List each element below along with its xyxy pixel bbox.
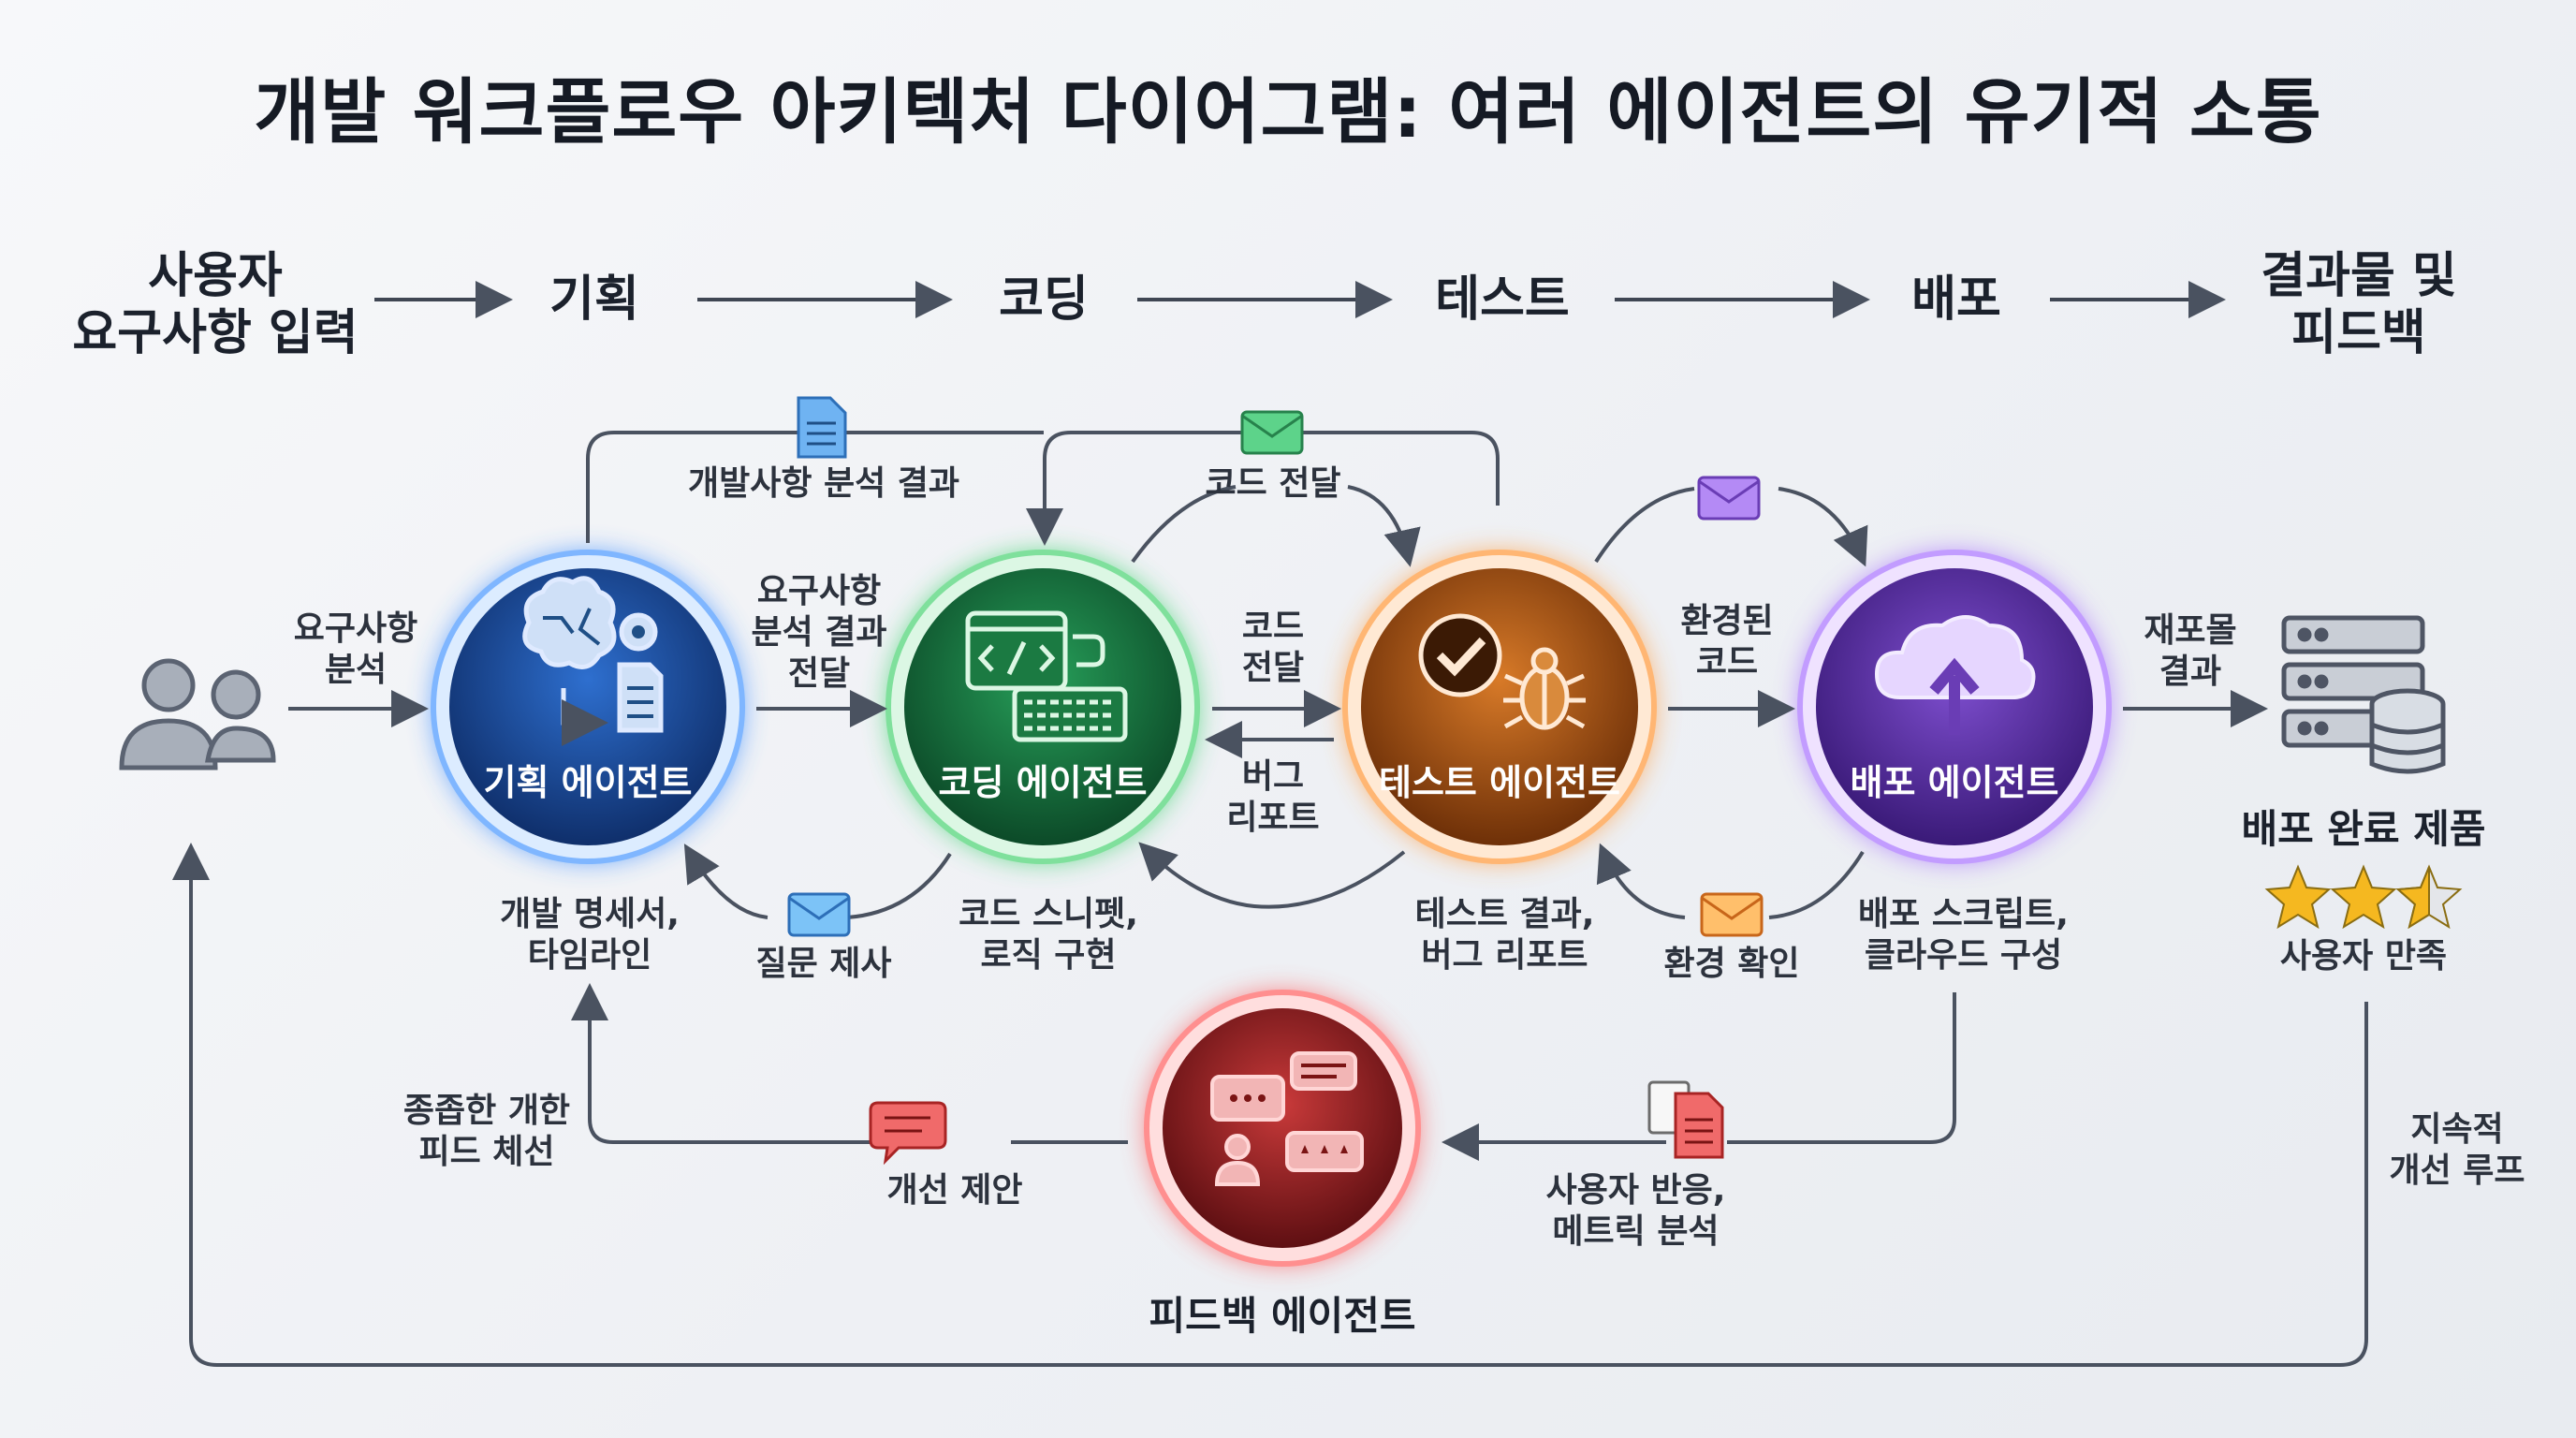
agent-testing-label: 테스트 에이전트	[1379, 762, 1620, 803]
label-user-reaction: 사용자 반응, 메트릭 분석	[1545, 1171, 1726, 1251]
label-code-forward-top: 코드 전달	[1205, 464, 1341, 503]
label-env-code: 환경된 코드	[1680, 602, 1774, 682]
users-icon	[119, 658, 276, 770]
agent-planning-label: 기획 에이전트	[483, 762, 693, 803]
cloud-upload-icon	[1874, 615, 2036, 735]
chat-rating-person-icon	[1210, 1051, 1364, 1186]
label-bug-report: 버그 리포트	[1226, 757, 1320, 837]
label-comprehensive-feedback: 종좁한 개한 피드 체선	[402, 1092, 571, 1171]
stage-testing: 테스트	[1435, 271, 1570, 328]
check-bug-icon	[1418, 613, 1586, 730]
stage-user-input: 사용자 요구사항 입력	[72, 248, 359, 362]
envelope-icon-blue	[787, 892, 851, 937]
envelope-icon-purple	[1697, 476, 1761, 521]
label-improve-suggest: 개선 제안	[886, 1171, 1023, 1210]
label-artifact-result: 재포몰 결과	[2144, 611, 2237, 691]
agent-deploy-label: 배포 에이전트	[1850, 762, 2059, 803]
chat-bubble-icon	[869, 1101, 947, 1166]
envelope-icon-orange	[1700, 892, 1764, 937]
stage-coding: 코딩	[999, 271, 1089, 328]
document-icon	[797, 396, 847, 459]
label-code-forward: 코드 전달	[1241, 608, 1305, 687]
label-dev-analysis-result: 개발사항 분석 결과	[687, 464, 960, 503]
label-question: 질문 제사	[755, 945, 892, 983]
label-req-result-forward: 요구사항 분석 결과 전달	[751, 572, 887, 693]
rating-stars	[2264, 864, 2463, 930]
label-dev-spec: 개발 명세서, 타임라인	[500, 895, 680, 975]
label-code-snippet: 코드 스니펫, 로직 구현	[959, 895, 1138, 975]
stage-deploy: 배포	[1911, 271, 2001, 328]
label-deploy-script: 배포 스크립트, 클라우드 구성	[1858, 895, 2069, 975]
agent-coding-label: 코딩 에이전트	[938, 762, 1148, 803]
label-env-check: 환경 확인	[1663, 945, 1800, 983]
documents-red-icon	[1647, 1080, 1724, 1159]
product-name: 배포 완료 제품	[2241, 806, 2486, 852]
product-satisfaction: 사용자 만족	[2279, 937, 2448, 976]
label-req-analysis: 요구사항 분석	[293, 609, 418, 689]
label-continuous-loop: 지속적 개선 루프	[2389, 1110, 2525, 1190]
page-title: 개발 워크플로우 아키텍처 다이어그램: 여러 에이전트의 유기적 소통	[254, 70, 2322, 154]
label-test-result: 테스트 결과, 버그 리포트	[1414, 895, 1595, 975]
code-window-keyboard-icon	[965, 610, 1128, 742]
stage-planning: 기획	[549, 271, 639, 328]
brain-gear-document-icon	[522, 576, 664, 746]
server-database-icon	[2281, 615, 2446, 774]
agent-feedback-label: 피드백 에이전트	[1149, 1293, 1416, 1339]
envelope-icon-green	[1240, 410, 1304, 455]
stage-result-feedback: 결과물 및 피드백	[2261, 248, 2457, 362]
